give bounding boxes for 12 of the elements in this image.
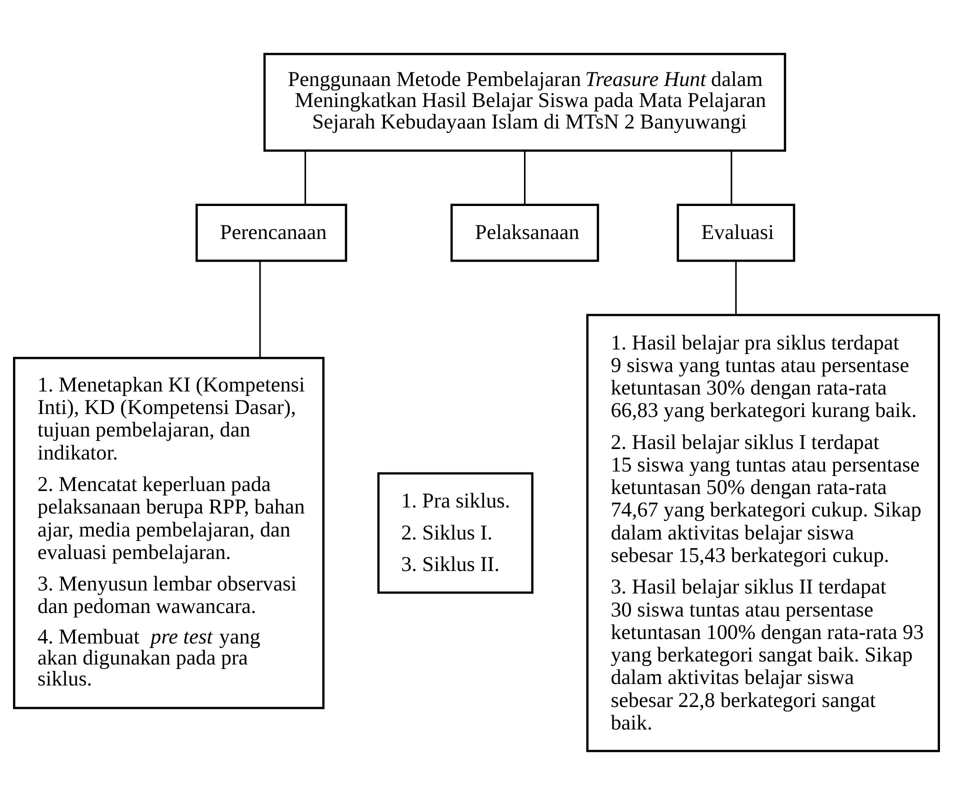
node-box: 1. Menetapkan KI (Kompetensi Inti), KD (Kompetensi Dasar), tujuan pembelajaran, dan indikator. 2. Mencatat keperluan pada pelaksanaan berupa RPP, bahan ajar, media pembelajaran, dan evaluasi pembelajaran. 3. Menyusun lembar observasi dan pedoman wawancara. 4. Membuat pre test yang akan digunakan pada pra siklus. [13, 356, 325, 710]
connector [524, 150, 526, 204]
node-box: 1. Hasil belajar pra siklus terdapat 9 siswa yang tuntas atau persentase ketuntasan 30% dengan rata-rata 66,83 yang berkategori kurang baik. 2. Hasil belajar siklus I terdapat 15 siswa yang tuntas atau persentase ketuntasan 50% dengan rata-rata 74,67 yang berkategori cukup. Sikap dalam aktivitas belajar siswa sebesar 15,43 berkategori cukup. 3. Hasil belajar siklus II terdapat 30 siswa tuntas atau persentase ketuntasan 100% dengan rata-rata 93 yang berkategori sangat baik. Sikap dalam aktivitas belajar siswa sebesar 22,8 berkategori sangat baik. [586, 314, 940, 752]
node-box: Evaluasi [676, 204, 796, 262]
connector [730, 150, 732, 204]
node-box: 1. Pra siklus. 2. Siklus I. 3. Siklus II. [377, 472, 534, 594]
node-box: Penggunaan Metode Pembelajaran Treasure Hunt dalam Meningkatkan Hasil Belajar Siswa pada Mata Pelajaran Sejarah Kebudayaan Islam di MTsN 2 Banyuwangi [263, 52, 786, 152]
connector [259, 261, 261, 358]
node-box: Perencanaan [196, 204, 348, 262]
node-box: Pelaksanaan [450, 204, 600, 262]
connector [304, 150, 306, 204]
connector [735, 261, 737, 315]
